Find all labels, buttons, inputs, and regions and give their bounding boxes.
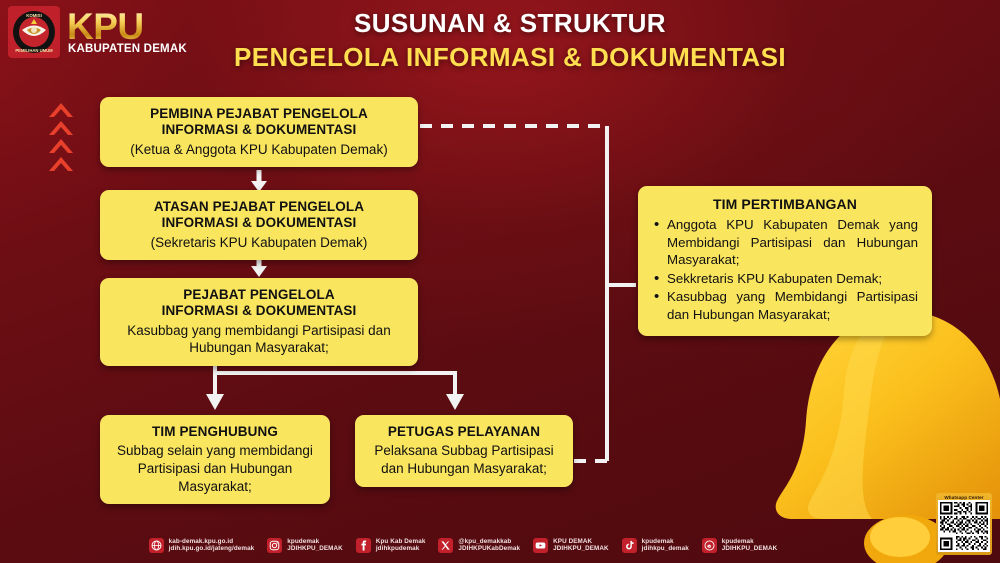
tim-pertimbangan-list: Anggota KPU Kabupaten Demak yang Membida… xyxy=(652,215,918,323)
node-petugas-pelayanan-body: Pelaksana Subbag Partisipasi dan Hubunga… xyxy=(374,443,554,477)
brand-name: KPU xyxy=(67,8,187,45)
threads-icon xyxy=(701,537,717,553)
node-accent-bar xyxy=(634,225,641,298)
chevron-decoration xyxy=(45,97,85,173)
svg-text:PEMILIHAN UMUM: PEMILIHAN UMUM xyxy=(15,48,53,53)
node-pejabat-heading-line2: INFORMASI & DOKUMENTASI xyxy=(161,303,357,319)
node-atasan[interactable]: ATASAN PEJABAT PENGELOLA INFORMASI & DOK… xyxy=(96,190,418,261)
node-tim-pertimbangan[interactable]: TIM PERTIMBANGAN Anggota KPU Kabupaten D… xyxy=(634,186,932,337)
node-accent-bar xyxy=(96,115,103,150)
list-item: Sekkretaris KPU Kabupaten Demak; xyxy=(652,269,918,288)
node-petugas-pelayanan[interactable]: PETUGAS PELAYANAN Pelaksana Subbag Parti… xyxy=(351,415,573,487)
svg-text:KOMISI: KOMISI xyxy=(26,13,42,18)
list-item: Anggota KPU Kabupaten Demak yang Membida… xyxy=(652,215,918,269)
contact-line-1: kab-demak.kpu.go.id xyxy=(168,537,234,545)
whatsapp-qr-card[interactable]: Whatsapp Center xyxy=(936,493,992,555)
facebook-icon xyxy=(355,537,371,553)
list-item: Kasubbag yang Membidangi Partisipasi dan… xyxy=(652,287,918,323)
youtube-icon xyxy=(533,537,549,553)
brand-logo-block: KOMISI PEMILIHAN UMUM KPU KABUPATEN DEMA… xyxy=(8,6,187,58)
node-pejabat[interactable]: PEJABAT PENGELOLA INFORMASI & DOKUMENTAS… xyxy=(96,278,418,367)
node-pembina[interactable]: PEMBINA PEJABAT PENGELOLA INFORMASI & DO… xyxy=(96,97,418,168)
contact-instagram[interactable]: kpudemak JDIHKPU_DEMAK xyxy=(267,537,343,553)
contact-facebook[interactable]: Kpu Kab Demak jdihkpudemak xyxy=(355,537,426,553)
contact-line-1: kpudemak xyxy=(721,537,754,545)
tiktok-icon xyxy=(621,537,637,553)
qr-label: Whatsapp Center xyxy=(944,495,984,500)
contact-line-2: JDIHKPU_DEMAK xyxy=(721,545,778,552)
contact-line-2: jdih.kpu.go.id/jateng/demak xyxy=(168,545,255,552)
globe-icon xyxy=(148,537,164,553)
node-atasan-heading-line1: ATASAN PEJABAT PENGELOLA xyxy=(153,199,365,214)
contact-line-1: KPU DEMAK xyxy=(553,537,593,545)
contact-line-1: kpudemak xyxy=(641,537,674,545)
kpu-emblem-icon: KOMISI PEMILIHAN UMUM xyxy=(8,6,60,58)
node-atasan-body: (Sekretaris KPU Kabupaten Demak) xyxy=(150,234,368,250)
node-tim-penghubung-heading: TIM PENGHUBUNG xyxy=(152,424,278,439)
node-pembina-body: (Ketua & Anggota KPU Kabupaten Demak) xyxy=(130,141,388,157)
contact-line-2: JDIHKPUKabDemak xyxy=(458,545,521,552)
qr-code-image xyxy=(938,500,990,552)
contact-line-1: kpudemak xyxy=(287,537,320,545)
contact-line-1: @kpu_demakkab xyxy=(458,537,512,545)
contact-website[interactable]: kab-demak.kpu.go.id jdih.kpu.go.id/jaten… xyxy=(148,537,255,553)
instagram-icon xyxy=(267,537,283,553)
title-line-2: PENGELOLA INFORMASI & DOKUMENTASI xyxy=(234,42,786,72)
node-pembina-heading-line2: INFORMASI & DOKUMENTASI xyxy=(161,122,357,138)
node-pejabat-body: Kasubbag yang membidangi Partisipasi dan… xyxy=(127,322,391,356)
footer-contact-bar: kab-demak.kpu.go.id jdih.kpu.go.id/jaten… xyxy=(0,527,1000,563)
contact-line-2: JDIHKPU_DEMAK xyxy=(287,545,343,552)
contact-youtube[interactable]: KPU DEMAK JDIHKPU_DEMAK xyxy=(533,537,609,553)
brand-subtitle: KABUPATEN DEMAK xyxy=(68,43,187,56)
node-accent-bar xyxy=(96,300,103,344)
node-pejabat-heading-line1: PEJABAT PENGELOLA xyxy=(183,287,335,302)
contact-x-twitter[interactable]: @kpu_demakkab JDIHKPUKabDemak xyxy=(438,537,521,553)
node-accent-bar xyxy=(96,208,103,243)
node-accent-bar xyxy=(351,433,358,468)
node-tim-pertimbangan-heading: TIM PERTIMBANGAN xyxy=(713,196,857,212)
node-tim-penghubung-body: Subbag selain yang membidangi Partisipas… xyxy=(117,443,313,494)
x-twitter-icon xyxy=(438,537,454,553)
page-title: SUSUNAN & STRUKTUR PENGELOLA INFORMASI &… xyxy=(200,8,820,73)
contact-line-2: jdihkpu_demak xyxy=(641,545,689,552)
contact-line-1: Kpu Kab Demak xyxy=(375,537,426,545)
contact-tiktok[interactable]: kpudemak jdihkpu_demak xyxy=(621,537,689,553)
contact-line-2: JDIHKPU_DEMAK xyxy=(553,545,609,552)
node-atasan-heading-line2: INFORMASI & DOKUMENTASI xyxy=(161,215,357,231)
node-pembina-heading-line1: PEMBINA PEJABAT PENGELOLA xyxy=(150,106,368,121)
title-line-1: SUSUNAN & STRUKTUR xyxy=(354,8,666,38)
node-accent-bar xyxy=(96,438,103,481)
contact-threads[interactable]: kpudemak JDIHKPU_DEMAK xyxy=(701,537,778,553)
contact-line-2: jdihkpudemak xyxy=(375,545,420,552)
node-petugas-pelayanan-heading: PETUGAS PELAYANAN xyxy=(387,424,541,439)
node-tim-penghubung[interactable]: TIM PENGHUBUNG Subbag selain yang membid… xyxy=(96,415,330,505)
